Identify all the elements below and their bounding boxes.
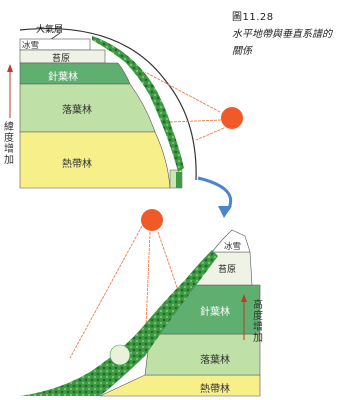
bottom-side-char-2: 度	[253, 311, 263, 322]
top-side-label: 緯 度 增 加	[3, 122, 15, 166]
atmosphere-label: 大氣層	[36, 25, 64, 35]
top-vegetation	[92, 36, 184, 172]
sun-top-rays	[144, 71, 225, 141]
atmosphere-arc	[19, 27, 197, 181]
top-label-tundra: 苔原	[52, 54, 71, 64]
bottom-side-label-col: 高 度 增 加	[252, 300, 264, 344]
top-side-char-3: 增	[4, 144, 14, 155]
transition-arrow	[197, 176, 233, 211]
bottom-label-conifer: 針葉林	[200, 307, 230, 318]
caption-number: 圖11.28	[232, 12, 274, 23]
sun-top	[221, 107, 243, 129]
bottom-side-char-3: 增	[253, 322, 263, 333]
top-edge-strip-2	[176, 172, 182, 188]
sun-bottom	[141, 209, 163, 231]
top-label-ice: 冰雪	[22, 41, 40, 51]
bottom-bush	[109, 344, 131, 366]
caption-line-1: 水平地帶與垂直系譜的	[232, 29, 332, 40]
top-label-conifer: 針葉林	[48, 72, 78, 83]
bottom-vegetation	[20, 250, 218, 396]
bottom-side-char-4: 加	[253, 333, 263, 344]
bottom-label-tropical: 熱帶林	[200, 384, 230, 395]
bottom-label-ice: 冰雪	[224, 242, 242, 252]
top-side-char-4: 加	[4, 155, 14, 166]
bottom-zone-ice	[211, 229, 251, 253]
bottom-zone-tropical	[99, 374, 261, 397]
top-label-tropical: 熱帶林	[62, 159, 92, 170]
bottom-side-char-1: 高	[253, 300, 263, 311]
bottom-label-tundra: 苔原	[218, 265, 237, 275]
caption: 圖11.28 水平地帶與垂直系譜的 關係	[232, 9, 332, 60]
top-label-deciduous: 落葉林	[62, 105, 92, 116]
top-zone-tropical	[19, 131, 171, 189]
top-side-char-1: 緯	[4, 122, 14, 133]
caption-line-2: 關係	[232, 46, 252, 57]
top-side-char-2: 度	[4, 133, 14, 144]
bottom-label-deciduous: 落葉林	[200, 355, 230, 366]
